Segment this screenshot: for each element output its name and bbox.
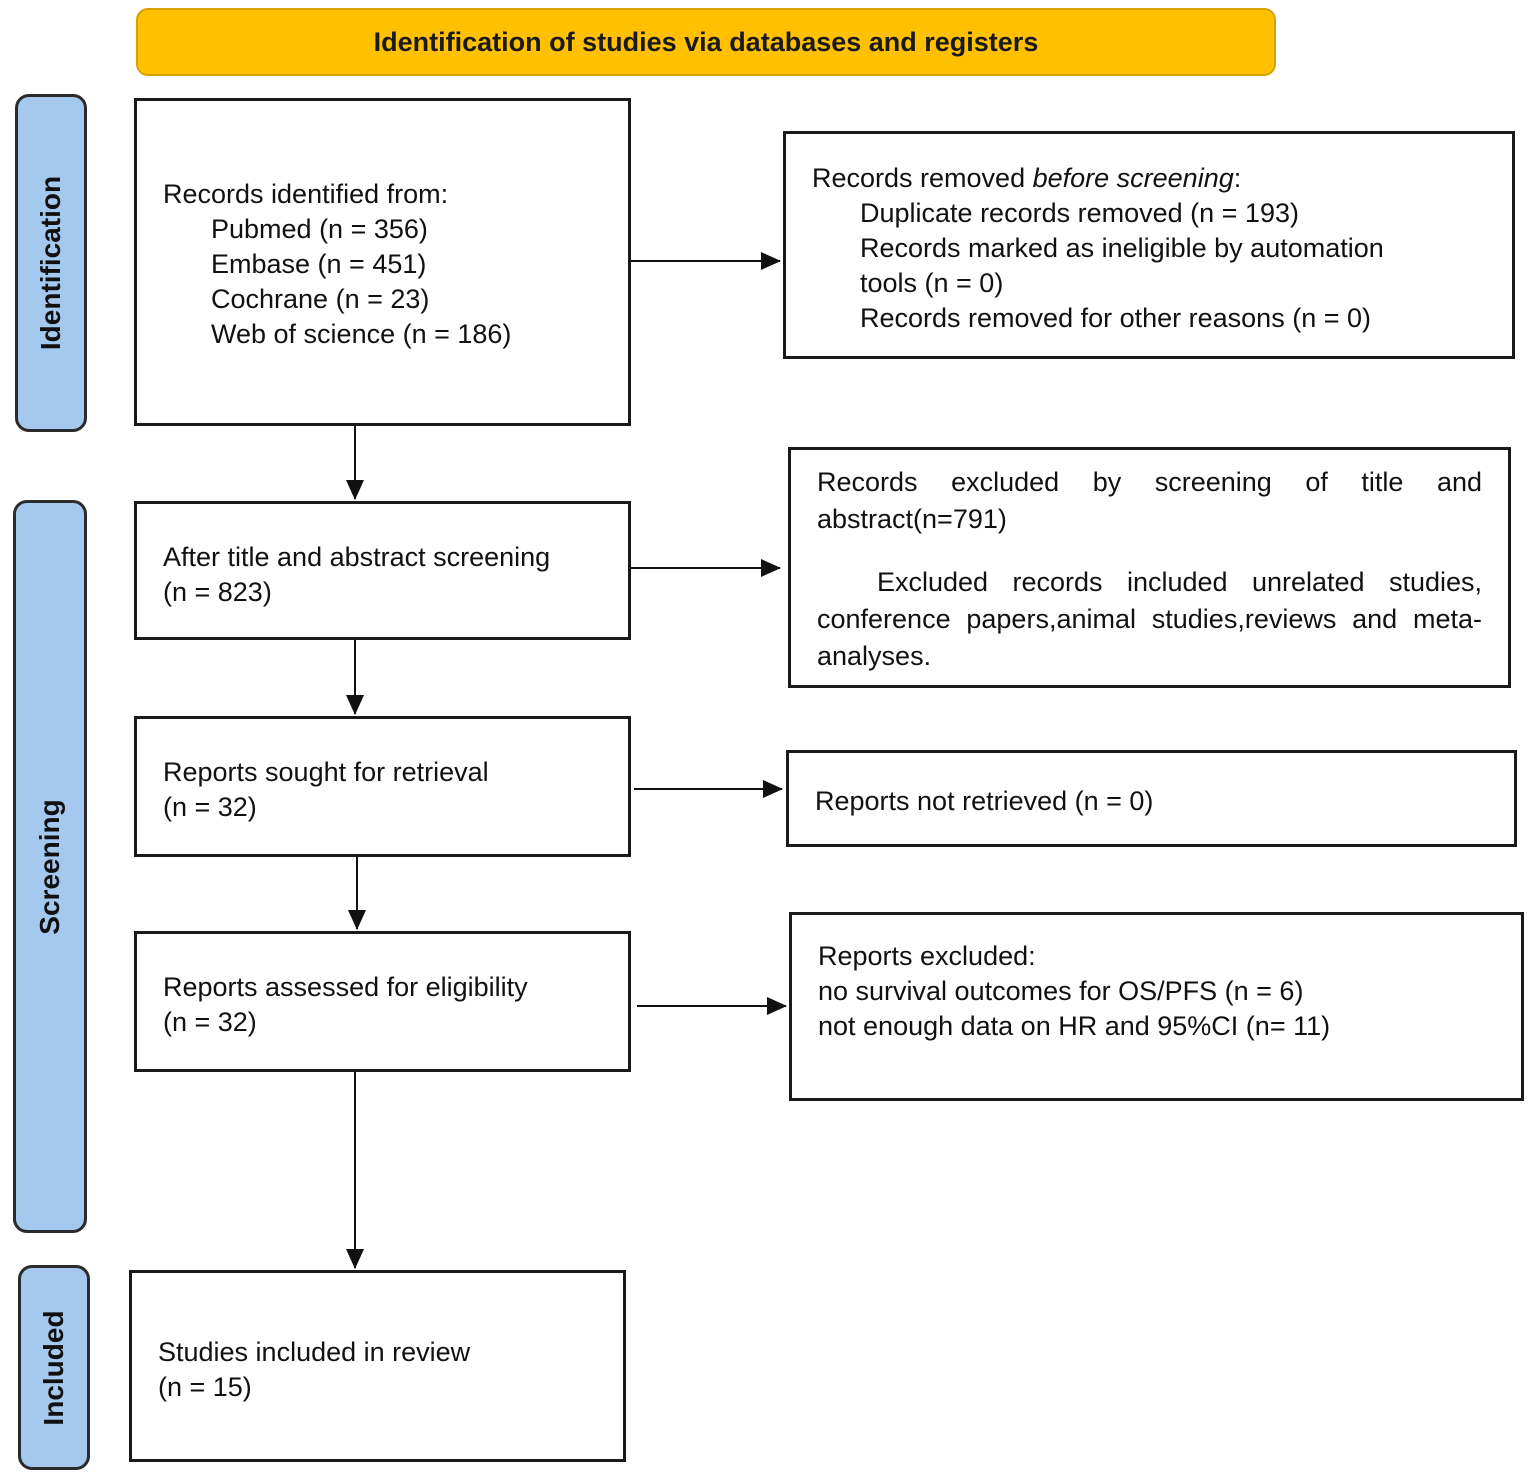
reports-excluded-box: Reports excluded: no survival outcomes f… [789, 912, 1524, 1101]
header-title: Identification of studies via databases … [373, 26, 1039, 57]
records-removed-heading-suffix: : [1233, 163, 1242, 193]
records-removed-box: Records removed before screening: Duplic… [783, 131, 1515, 359]
reports-excluded-heading: Reports excluded: [818, 941, 1036, 971]
records-excluded-box: Records excluded by screening of title a… [788, 447, 1511, 688]
excluded-not-enough-data: not enough data on HR and 95%CI (n= 11) [818, 1011, 1331, 1041]
automation-ineligible: Records marked as ineligible by automati… [860, 233, 1384, 263]
reports-sought-box: Reports sought for retrieval (n = 32) [134, 716, 631, 857]
source-embase: Embase (n = 451) [211, 249, 427, 279]
reports-assessed-count: (n = 32) [163, 1007, 257, 1037]
phase-included: Included [18, 1265, 90, 1470]
header-banner: Identification of studies via databases … [136, 8, 1276, 76]
records-removed-heading: Records removed before screening: [812, 161, 1512, 196]
studies-included-label: Studies included in review [158, 1337, 471, 1367]
reports-not-retrieved-label: Reports not retrieved (n = 0) [815, 786, 1154, 816]
phase-screening: Screening [13, 500, 87, 1233]
after-screening-label: After title and abstract screening [163, 542, 551, 572]
records-removed-heading-emphasis: before screening [1032, 163, 1234, 193]
phase-included-label: Included [38, 1309, 69, 1426]
reports-not-retrieved-box: Reports not retrieved (n = 0) [786, 750, 1517, 847]
records-identified-box: Records identified from: Pubmed (n = 356… [134, 98, 631, 426]
studies-included-count: (n = 15) [158, 1372, 252, 1402]
records-excluded-summary: Records excluded by screening of title a… [817, 467, 1482, 534]
after-screening-count: (n = 823) [163, 577, 272, 607]
reports-sought-label: Reports sought for retrieval [163, 757, 489, 787]
reports-assessed-label: Reports assessed for eligibility [163, 972, 528, 1002]
records-excluded-details: Excluded records included unrelated stud… [817, 567, 1482, 671]
duplicate-records-removed: Duplicate records removed (n = 193) [860, 198, 1299, 228]
automation-ineligible-count: tools (n = 0) [860, 268, 1004, 298]
studies-included-box: Studies included in review (n = 15) [129, 1270, 626, 1462]
phase-screening-label: Screening [34, 798, 65, 935]
reports-sought-count: (n = 32) [163, 792, 257, 822]
records-identified-heading: Records identified from: [163, 179, 449, 209]
excluded-no-survival-outcomes: no survival outcomes for OS/PFS (n = 6) [818, 976, 1304, 1006]
other-reasons-removed: Records removed for other reasons (n = 0… [860, 303, 1371, 333]
source-web-of-science: Web of science (n = 186) [211, 319, 512, 349]
source-cochrane: Cochrane (n = 23) [211, 284, 430, 314]
after-screening-box: After title and abstract screening (n = … [134, 501, 631, 640]
phase-identification: Identification [15, 94, 87, 432]
phase-identification-label: Identification [35, 175, 66, 351]
reports-assessed-box: Reports assessed for eligibility (n = 32… [134, 931, 631, 1072]
source-pubmed: Pubmed (n = 356) [211, 214, 428, 244]
records-removed-heading-prefix: Records removed [812, 163, 1033, 193]
